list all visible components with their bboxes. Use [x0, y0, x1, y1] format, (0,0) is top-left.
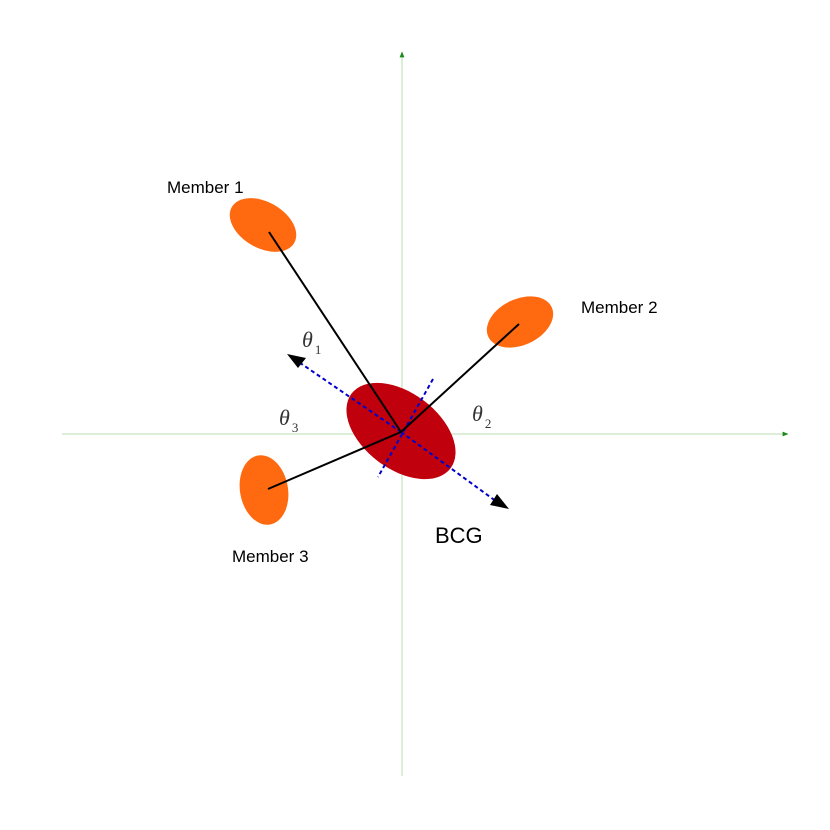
member1-label: Member 1 — [167, 178, 244, 197]
member3-ellipse — [239, 455, 289, 525]
bcg-major-axis-lower — [400, 431, 498, 503]
member2-ellipse — [486, 296, 554, 348]
major-axis-arrowhead-upper — [287, 354, 306, 368]
member3-label: Member 3 — [232, 547, 309, 566]
major-axis-arrowhead-lower — [490, 494, 509, 509]
member2-label: Member 2 — [581, 298, 658, 317]
connector-member2 — [400, 323, 520, 433]
connector-member1 — [268, 231, 402, 433]
member1-ellipse — [229, 198, 297, 252]
bcg-major-axis-upper — [289, 355, 402, 433]
bcg-label: BCG — [435, 523, 483, 548]
connector-member3 — [267, 431, 402, 490]
